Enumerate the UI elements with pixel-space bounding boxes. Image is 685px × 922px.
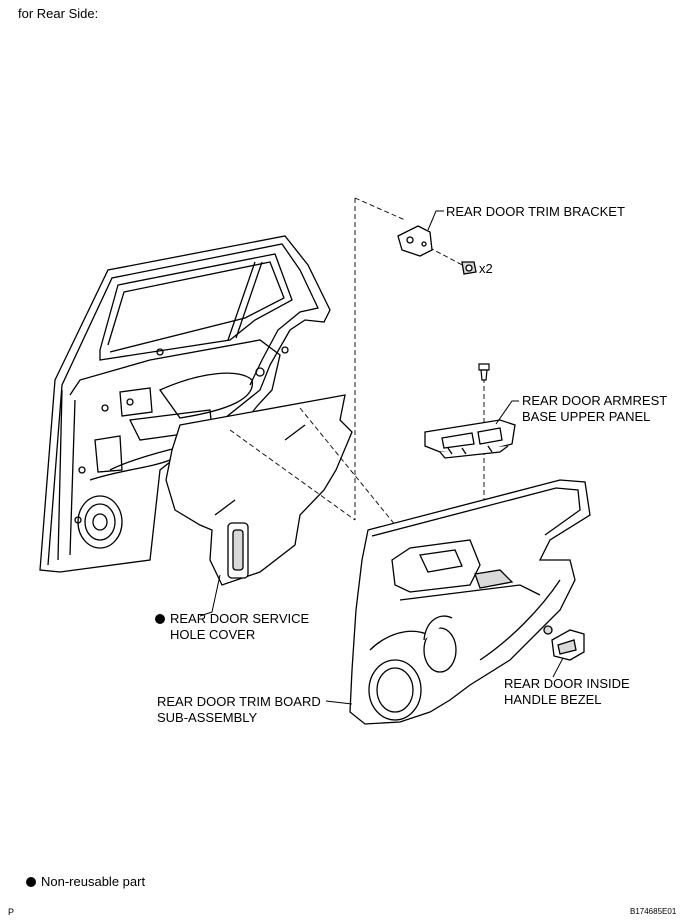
legend-dot-icon [26, 877, 36, 887]
handle-bezel [543, 625, 585, 661]
legend-text: Non-reusable part [41, 874, 146, 889]
trim-bracket [397, 225, 477, 275]
label-trim-board-line2: SUB-ASSEMBLY [157, 710, 258, 725]
label-armrest-line2: BASE UPPER PANEL [522, 409, 651, 424]
armrest-screw [478, 363, 490, 381]
non-reusable-marker-icon [155, 614, 165, 624]
label-handle-bezel-line2: HANDLE BEZEL [504, 692, 602, 707]
door-frame [39, 235, 331, 573]
figure-code: B174685E01 [630, 907, 677, 916]
label-quantity: x2 [479, 261, 493, 276]
legend-non-reusable: Non-reusable part [26, 874, 145, 890]
page-mark: P [8, 907, 15, 917]
label-handle-bezel-line1: REAR DOOR INSIDE [504, 676, 630, 691]
page-heading: for Rear Side: [18, 6, 99, 21]
trim-board [349, 479, 591, 725]
label-service-cover-line1: REAR DOOR SERVICE [155, 611, 309, 627]
service-hole-cover [165, 394, 353, 586]
label-leaders [199, 210, 564, 705]
label-service-cover-line2: HOLE COVER [170, 627, 256, 642]
label-trim-bracket: REAR DOOR TRIM BRACKET [446, 204, 625, 219]
armrest-panel [424, 419, 516, 459]
label-trim-board-line1: REAR DOOR TRIM BOARD [157, 694, 321, 709]
service-cover-text-1: REAR DOOR SERVICE [170, 611, 310, 626]
label-armrest-line1: REAR DOOR ARMREST [522, 393, 668, 408]
